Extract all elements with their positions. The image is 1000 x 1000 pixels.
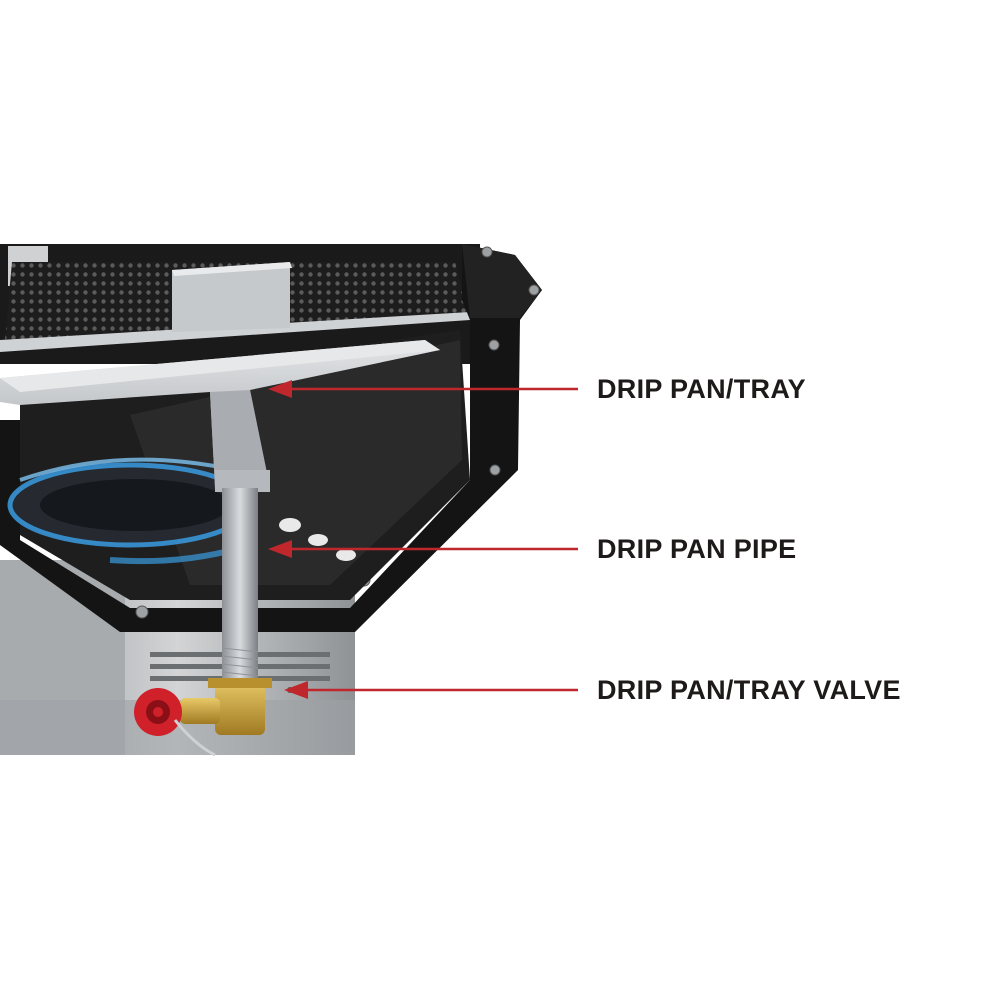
label-drip-pan-tray-valve: DRIP PAN/TRAY VALVE: [597, 675, 901, 705]
valve-handle: [134, 688, 182, 736]
label-drip-pan-tray: DRIP PAN/TRAY: [597, 374, 806, 404]
arrow-drip-pan-pipe: [268, 540, 578, 558]
drip-pan-tray: [0, 340, 440, 492]
cooking-grate: [0, 262, 470, 352]
arrow-drip-pan-tray-valve: [284, 681, 578, 699]
arrow-drip-pan-tray: [268, 380, 578, 398]
burner: [7, 457, 253, 565]
drip-pan-tray-valve: [134, 678, 293, 757]
drip-pan-pipe: [221, 488, 259, 688]
callout-arrows: [268, 380, 578, 699]
label-drip-pan-pipe: DRIP PAN PIPE: [597, 534, 797, 564]
